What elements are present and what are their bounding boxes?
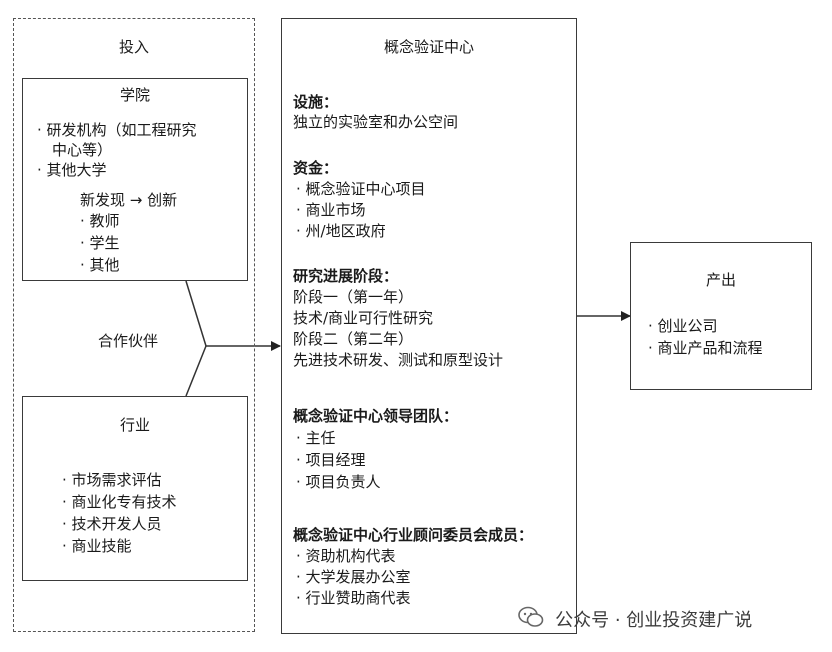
funding-item: · 州/地区政府 [296,222,386,240]
academy-line3: · 其他大学 [37,161,107,179]
academy-line2: 中心等） [52,141,113,159]
academy-connector [185,280,207,347]
advisory-item: · 行业赞助商代表 [296,589,411,607]
funding-item: · 概念验证中心项目 [296,180,426,198]
academy-sub-item: · 教师 [80,212,120,230]
academy-box [22,78,248,281]
industry-box [22,396,248,581]
industry-connector [185,345,207,397]
center-title: 概念验证中心 [383,38,474,56]
advisory-item: · 大学发展办公室 [296,568,411,586]
stages-line: 阶段一（第一年） [293,288,414,306]
leadership-item: · 项目负责人 [296,473,381,491]
input-container [13,18,255,632]
stages-header: 研究进展阶段： [293,267,399,285]
stages-line: 阶段二（第二年） [293,330,414,348]
advisory-item: · 资助机构代表 [296,547,396,565]
leadership-header: 概念验证中心领导团队： [293,407,459,425]
academy-sub-item: · 学生 [80,234,120,252]
stages-line: 技术/商业可行性研究 [293,309,434,327]
advisory-header: 概念验证中心行业顾问委员会成员： [293,526,534,544]
academy-sub-title: 新发现 → 创新 [80,191,178,209]
input-title: 投入 [118,38,149,56]
industry-item: · 商业技能 [62,537,132,555]
output-title: 产出 [705,271,736,289]
center-box [281,18,577,634]
academy-sub-item: · 其他 [80,256,120,274]
industry-item: · 商业化专有技术 [62,493,177,511]
academy-line1: · 研发机构（如工程研究 [37,121,197,139]
funding-header: 资金： [293,159,339,177]
partner-label: 合作伙伴 [98,331,159,351]
industry-title: 行业 [119,416,150,434]
facilities-header: 设施： [293,93,339,111]
industry-item: · 市场需求评估 [62,471,162,489]
facilities-text: 独立的实验室和办公空间 [293,113,459,131]
funding-item: · 商业市场 [296,201,366,219]
watermark: 公众号 · 创业投资建广说 [518,606,752,632]
watermark-text: 公众号 · 创业投资建广说 [555,610,753,631]
output-item: · 商业产品和流程 [648,339,763,357]
output-item: · 创业公司 [648,317,718,335]
output-box [630,242,812,390]
stages-line: 先进技术研发、测试和原型设计 [293,351,504,369]
leadership-item: · 项目经理 [296,451,366,469]
academy-title: 学院 [119,86,150,104]
industry-item: · 技术开发人员 [62,515,162,533]
leadership-item: · 主任 [296,429,336,447]
wechat-icon [518,606,544,632]
